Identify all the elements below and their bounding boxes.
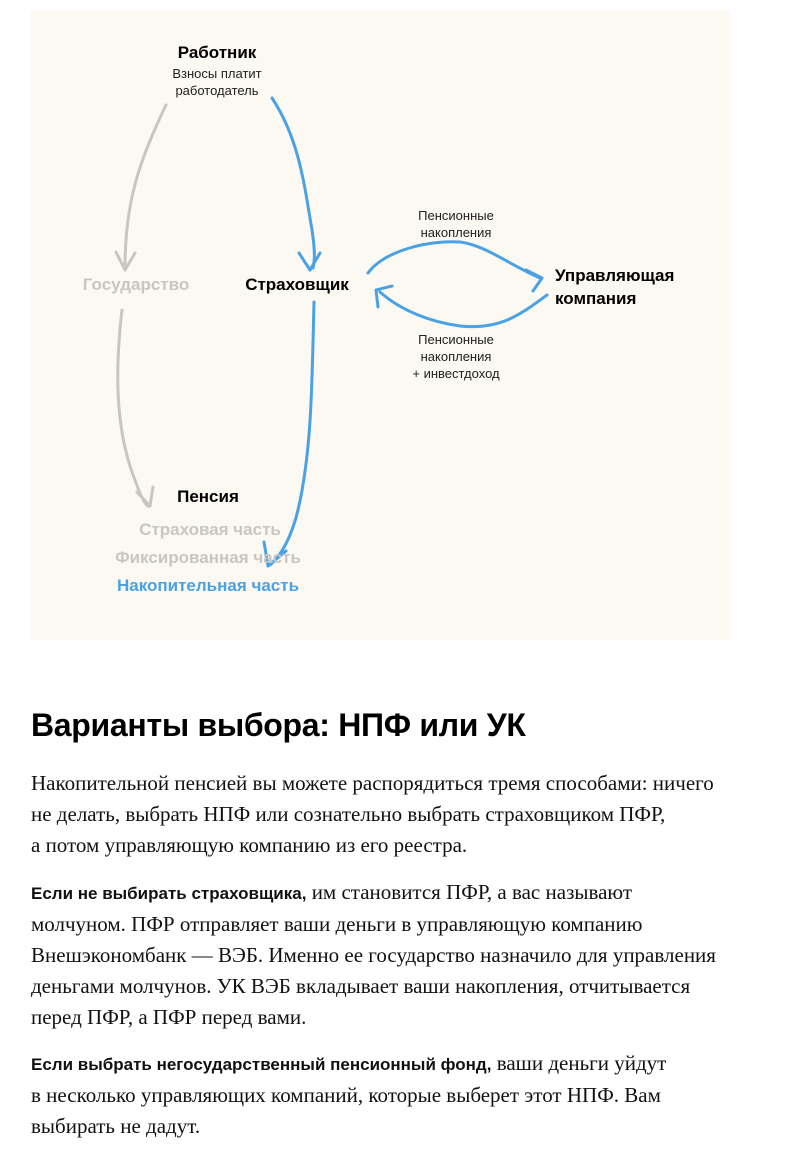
text-line: не делать, выбрать НПФ или сознательно в… (31, 802, 666, 826)
pension-part-fixed: Фиксированная часть (115, 548, 301, 567)
node-insurer: Страховщик (245, 275, 349, 294)
section-heading: Варианты выбора: НПФ или УК (31, 707, 526, 743)
text-fragment: ваши деньги уйдут (491, 1051, 667, 1075)
node-pension: Пенсия (177, 487, 239, 506)
arrow-head-state (114, 250, 137, 272)
node-management-company: Управляющая компания (555, 264, 674, 310)
arrow-bottom-label: Пенсионные накопления + инвестдоход (412, 331, 499, 382)
arrow-insurer-to-company (366, 240, 542, 280)
pension-flow-diagram: Работник Взносы платит работодатель Госу… (30, 10, 730, 640)
text-line: Накопительной пенсией вы можете распоряд… (31, 771, 714, 795)
arrow-top-label: Пенсионные накопления (418, 207, 494, 241)
arrow-worker-to-state (123, 103, 168, 270)
arrow-top-label-line1: Пенсионные (418, 208, 494, 223)
text-line: перед ПФР, а ПФР перед вами. (31, 1005, 307, 1029)
paragraph-no-choice: Если не выбирать страховщика, им станови… (31, 877, 716, 1033)
text-line: Если выбрать негосударственный пенсионны… (31, 1048, 666, 1080)
text-fragment: им становится ПФР, а вас называют (306, 880, 633, 904)
pension-part-insurance: Страховая часть (139, 520, 281, 539)
paragraph-intro: Накопительной пенсией вы можете распоряд… (31, 768, 714, 861)
node-worker: Работник (177, 43, 257, 62)
worker-note-line1: Взносы платит (172, 66, 262, 81)
text-line: а потом управляющую компанию из его реес… (31, 833, 468, 857)
bold-lead: Если выбрать негосударственный пенсионны… (31, 1055, 492, 1074)
arrow-head-insurer (297, 251, 322, 272)
arrow-company-to-insurer (378, 290, 549, 329)
arrow-head-savings (262, 540, 288, 568)
arrow-head-insurer-return (374, 284, 394, 309)
text-line: в несколько управляющих компаний, которы… (31, 1083, 661, 1107)
arrow-insurer-to-savings (268, 300, 316, 567)
pension-part-savings: Накопительная часть (116, 576, 300, 595)
company-line2: компания (555, 289, 637, 308)
diagram-arrows (114, 96, 549, 568)
company-line1: Управляющая (555, 266, 675, 285)
arrow-top-label-line2: накопления (420, 225, 492, 240)
arrow-bottom-label-line3: + инвестдоход (412, 366, 500, 381)
bold-lead: Если не выбирать страховщика, (31, 884, 307, 903)
arrow-worker-to-insurer (270, 96, 316, 270)
text-line: Если не выбирать страховщика, им станови… (31, 877, 716, 909)
text-line: молчуном. ПФР отправляет ваши деньги в у… (31, 912, 643, 936)
arrow-head-pension (135, 485, 155, 508)
worker-note-line2: работодатель (175, 83, 259, 98)
text-line: выбирать не дадут. (31, 1114, 201, 1138)
paragraph-npf: Если выбрать негосударственный пенсионны… (31, 1048, 666, 1142)
node-state: Государство (82, 275, 190, 294)
arrow-head-company (524, 268, 544, 293)
arrow-bottom-label-line2: накопления (420, 349, 492, 364)
text-line: деньгами молчунов. УК ВЭБ вкладывает ваш… (31, 974, 691, 998)
text-line: Внешэкономбанк — ВЭБ. Именно ее государс… (31, 943, 716, 967)
arrow-state-to-pension (116, 308, 152, 508)
arrow-bottom-label-line1: Пенсионные (418, 332, 494, 347)
